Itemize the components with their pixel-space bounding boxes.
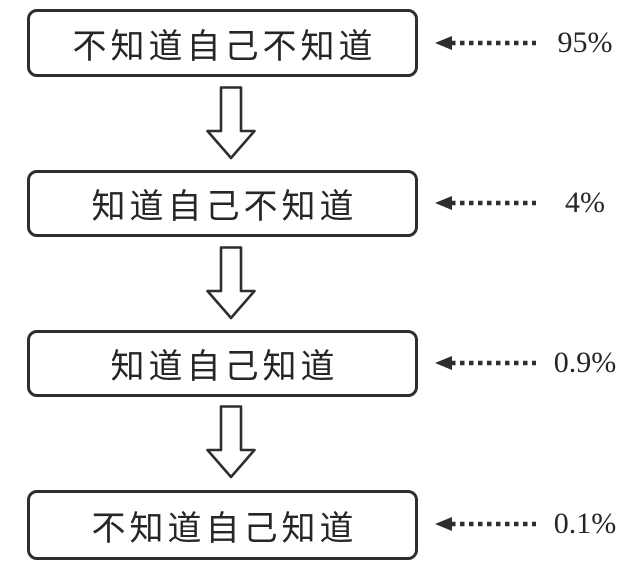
stage-percent-1: 95% xyxy=(557,26,613,59)
stage-percent-3: 0.9% xyxy=(553,346,617,379)
stage-box-4: 不知道自己知道 xyxy=(27,490,418,560)
stage-label-4: 不知道自己知道 xyxy=(91,510,358,548)
dotted-arrow-left-icon xyxy=(435,517,536,531)
stage-box-3: 知道自己知道 xyxy=(27,330,418,397)
down-arrow-icon xyxy=(206,246,256,320)
stage-label-3: 知道自己知道 xyxy=(110,349,339,386)
stage-label-2: 知道自己不知道 xyxy=(91,189,358,226)
stage-box-1: 不知道自己不知道 xyxy=(27,9,418,77)
down-arrow-icon xyxy=(206,405,256,479)
dotted-arrow-left-icon xyxy=(435,196,536,210)
stage-label-1: 不知道自己不知道 xyxy=(72,28,377,66)
dotted-arrow-left-icon xyxy=(435,356,536,370)
stage-box-2: 知道自己不知道 xyxy=(27,170,418,237)
down-arrow-icon xyxy=(206,86,256,160)
dotted-arrow-left-icon xyxy=(435,36,536,50)
stage-percent-4: 0.1% xyxy=(553,507,617,540)
stage-percent-2: 4% xyxy=(565,186,605,219)
